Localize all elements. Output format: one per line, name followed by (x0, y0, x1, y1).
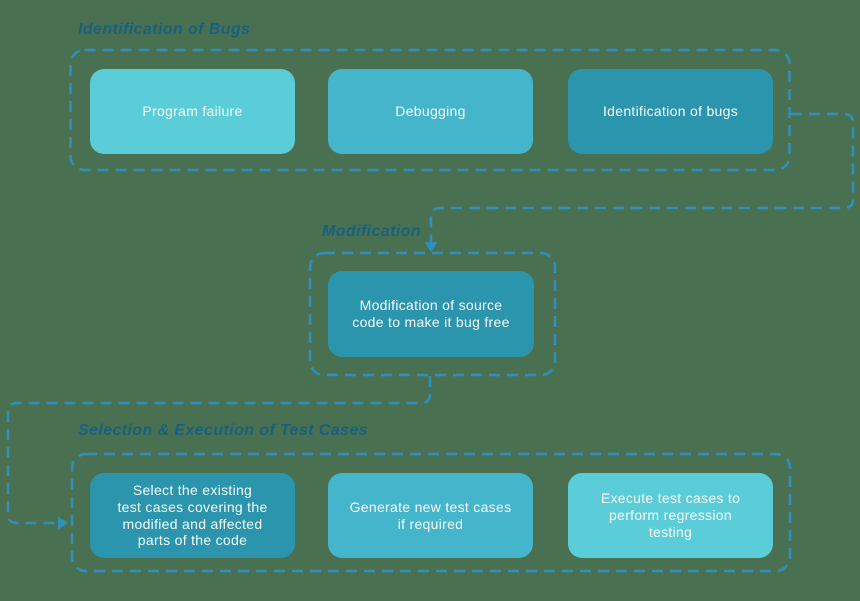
node-program-failure: Program failure (90, 69, 295, 154)
node-generate-new-test-cases: Generate new test cases if required (328, 473, 533, 558)
group-title-selection-execution: Selection & Execution of Test Cases (78, 422, 368, 439)
node-label-debugging: Debugging (395, 103, 466, 120)
node-label-execute-test-cases: Execute test cases to perform regression… (600, 490, 741, 540)
node-execute-test-cases: Execute test cases to perform regression… (568, 473, 773, 558)
node-select-existing-test-cases: Select the existing test cases covering … (90, 473, 295, 558)
node-debugging: Debugging (328, 69, 533, 154)
arrowhead-into-modification (424, 242, 438, 252)
node-identification-of-bugs: Identification of bugs (568, 69, 773, 154)
node-label-identification-of-bugs: Identification of bugs (602, 103, 739, 120)
group-border-modification (308, 251, 557, 377)
arrowhead-into-selection (58, 516, 68, 530)
node-modification-of-source-code: Modification of source code to make it b… (328, 271, 534, 357)
node-label-generate-new-test-cases: Generate new test cases if required (349, 498, 512, 532)
group-border-selection-execution (70, 452, 792, 573)
connector-modification-to-selection (6, 376, 432, 525)
connector-bugs-to-modification (429, 112, 855, 242)
node-label-modification-of-source-code: Modification of source code to make it b… (352, 297, 510, 330)
group-title-identification-of-bugs: Identification of Bugs (78, 21, 251, 38)
node-label-select-existing-test-cases: Select the existing test cases covering … (117, 481, 268, 549)
group-border-identification-of-bugs (69, 48, 791, 172)
node-label-program-failure: Program failure (142, 103, 243, 120)
group-title-modification: Modification (322, 223, 422, 240)
